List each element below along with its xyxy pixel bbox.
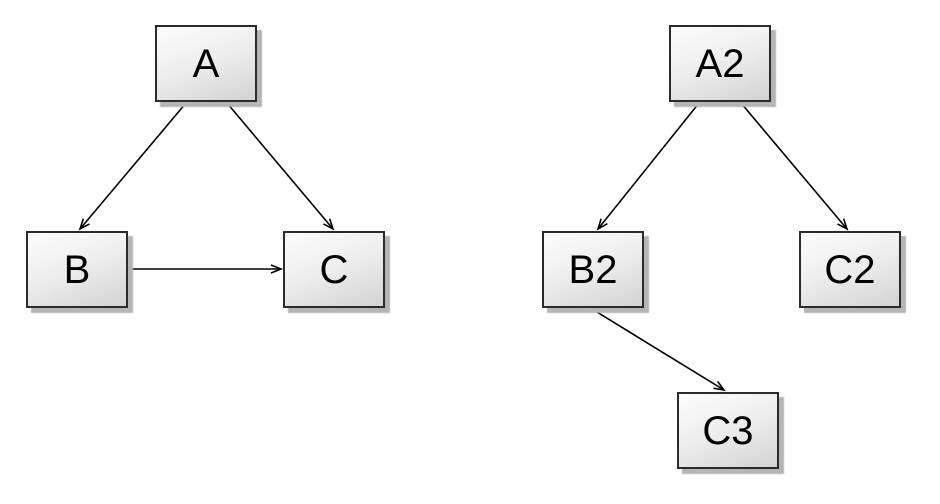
node-label: A — [192, 41, 220, 86]
node-B[interactable]: B — [26, 231, 128, 308]
edge-A-B — [78, 102, 187, 231]
node-B2[interactable]: B2 — [542, 231, 644, 308]
node-label: C3 — [702, 408, 754, 453]
node-C3[interactable]: C3 — [677, 392, 779, 469]
node-label: B — [63, 247, 91, 292]
node-label: A2 — [695, 41, 745, 86]
edge-B2-C3 — [591, 308, 726, 392]
node-C[interactable]: C — [283, 231, 385, 308]
edge-A-C — [226, 102, 335, 231]
node-A[interactable]: A — [155, 25, 257, 102]
edge-A2-C2 — [740, 102, 849, 231]
node-label: C — [319, 247, 349, 292]
node-C2[interactable]: C2 — [799, 231, 901, 308]
node-A2[interactable]: A2 — [669, 25, 771, 102]
node-label: B2 — [568, 247, 618, 292]
edge-A2-B2 — [596, 102, 700, 231]
node-label: C2 — [824, 247, 876, 292]
